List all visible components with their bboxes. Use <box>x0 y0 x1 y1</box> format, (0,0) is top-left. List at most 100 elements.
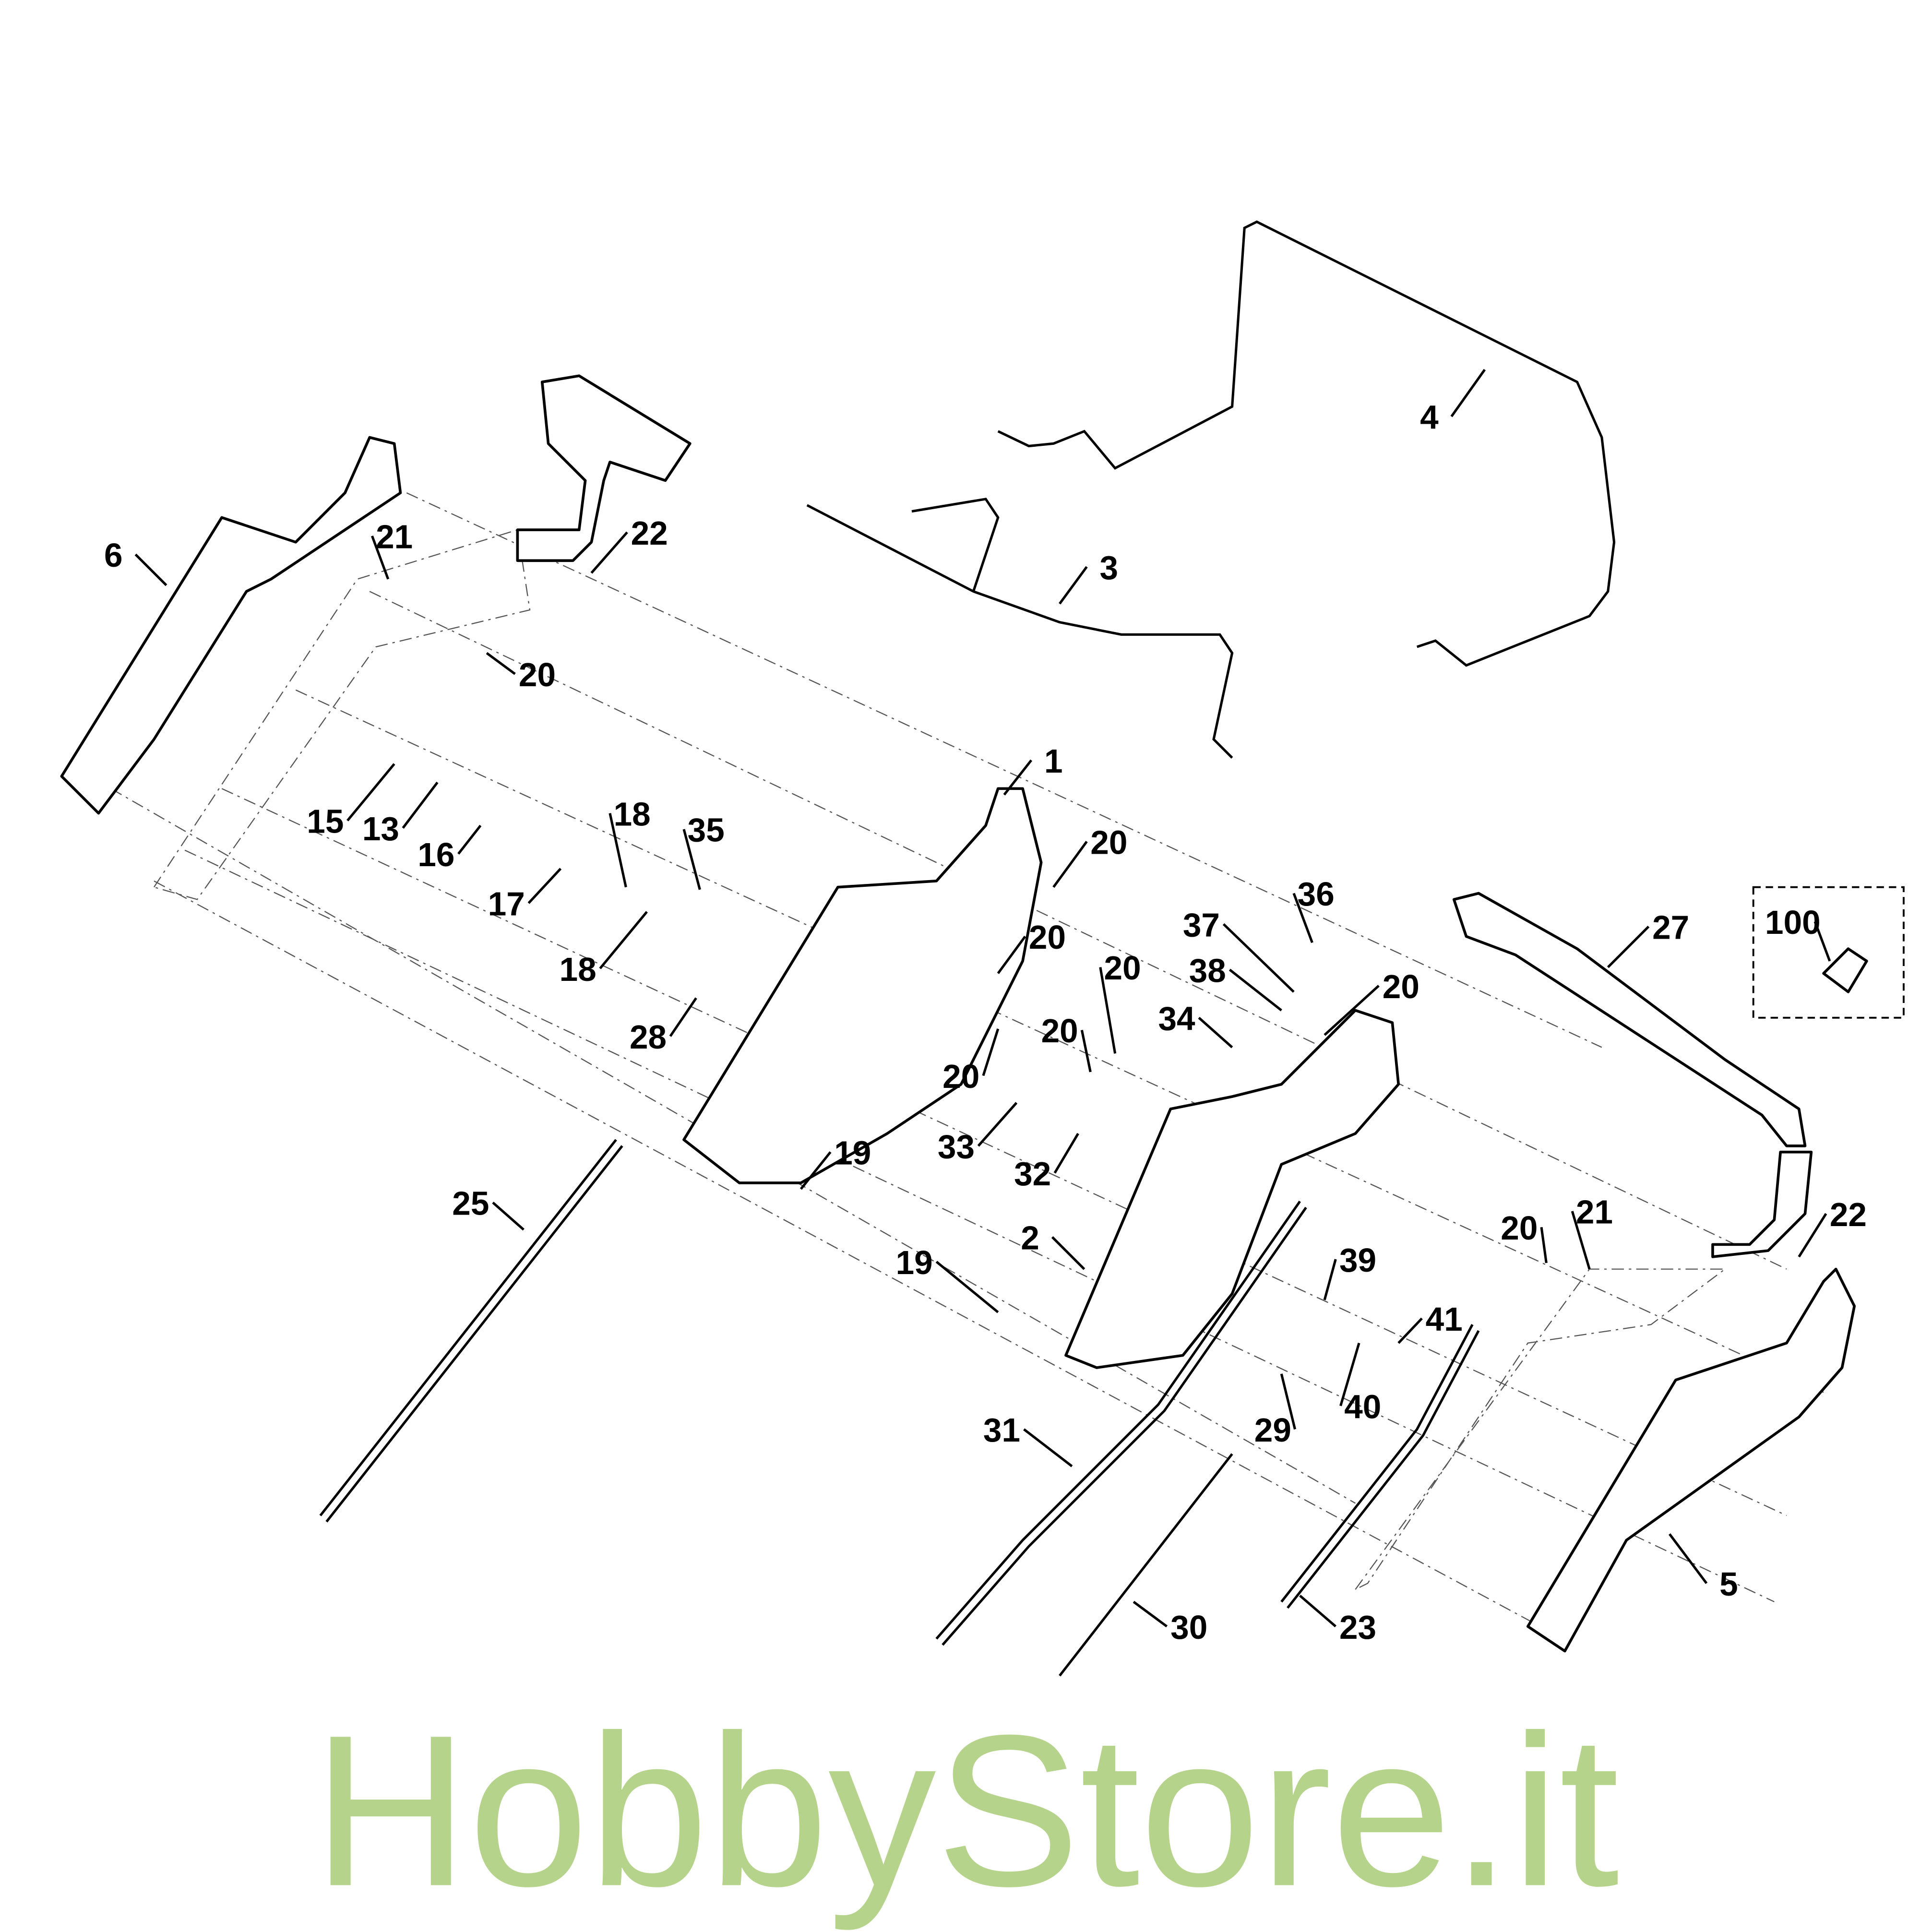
callout-label: 3 <box>1100 549 1119 586</box>
callout-label: 23 <box>1339 1609 1376 1646</box>
callout-label: 2 <box>1021 1219 1039 1257</box>
part-handle-grip-27 <box>1452 892 1813 1258</box>
callout-leader <box>1607 926 1650 968</box>
callout-leader <box>590 531 628 574</box>
callout-label: 34 <box>1158 1000 1196 1038</box>
callout-label: 22 <box>631 514 668 552</box>
part-handle-bar-3 <box>806 498 1234 759</box>
callout-label: 20 <box>1041 1012 1078 1049</box>
part-side-cover-6 <box>60 436 402 815</box>
callout-leader <box>1324 985 1380 1036</box>
callout-leader <box>1397 1317 1423 1344</box>
part-handle-grip-left <box>516 374 692 562</box>
callout-leader <box>1339 1342 1360 1407</box>
callout-leader <box>799 1151 832 1190</box>
callout-leader <box>935 1261 999 1313</box>
callout-label: 20 <box>942 1058 979 1095</box>
callout-leader <box>682 829 701 890</box>
callout-label: 37 <box>1183 906 1220 943</box>
callout-label: 20 <box>519 656 556 693</box>
callout-leader <box>1540 1227 1548 1264</box>
callout-label: 25 <box>452 1185 489 1222</box>
callout-label: 17 <box>488 885 525 923</box>
callout-leader <box>1280 1373 1297 1430</box>
part-handle-bar-4 <box>997 220 1616 667</box>
callout-label: 6 <box>104 537 123 574</box>
callout-label: 39 <box>1339 1241 1376 1279</box>
callout-label: 38 <box>1189 952 1226 989</box>
optional-part-box-100 <box>1752 886 1905 1019</box>
callout-leader <box>402 781 439 829</box>
callout-leader <box>1323 1259 1337 1300</box>
callout-label: 27 <box>1652 909 1689 946</box>
callout-label: 32 <box>1014 1155 1051 1193</box>
callout-label: 20 <box>1029 918 1066 956</box>
callout-label: 20 <box>1383 968 1419 1005</box>
callout-leader <box>1292 893 1313 943</box>
callout-leader <box>1099 967 1117 1054</box>
callout-leader <box>1198 1016 1233 1049</box>
callout-label: 20 <box>1090 823 1127 861</box>
callout-label: 18 <box>614 795 651 833</box>
callout-leader <box>1003 759 1033 796</box>
callout-label: 30 <box>1170 1609 1207 1646</box>
callout-label: 15 <box>307 803 344 840</box>
callout-leader <box>977 1102 1018 1147</box>
callout-label: 100 <box>1765 904 1821 941</box>
callout-label: 36 <box>1298 875 1335 913</box>
callout-leader <box>1450 369 1486 417</box>
callout-leader <box>1059 566 1088 605</box>
callout-label: 33 <box>938 1128 975 1166</box>
part-cable-23 <box>1280 1324 1480 1609</box>
callout-label: 41 <box>1426 1300 1463 1338</box>
callout-leader <box>1571 1211 1591 1270</box>
callout-leader <box>486 652 516 675</box>
callout-leader <box>1228 968 1282 1012</box>
callout-leader <box>371 536 390 580</box>
callout-label: 19 <box>834 1134 871 1171</box>
callout-label: 1 <box>1044 742 1063 780</box>
callout-leader <box>982 1028 1000 1076</box>
part-control-panel-1 <box>682 787 1043 1184</box>
callout-leader <box>457 824 482 855</box>
callout-label: 31 <box>983 1411 1020 1449</box>
part-wiring-harness-31 <box>935 1200 1307 1646</box>
callout-leader <box>1813 921 1831 962</box>
callout-label: 20 <box>1104 949 1141 987</box>
callout-leader <box>134 553 167 586</box>
watermark: HobbyStore.it <box>313 1690 1620 1932</box>
callout-leader <box>1051 1236 1085 1270</box>
callout-leader <box>1052 841 1088 888</box>
part-side-cover-2 <box>1064 1009 1400 1369</box>
callout-leader <box>346 763 395 822</box>
callout-leader <box>1053 1133 1079 1174</box>
callout-label: 18 <box>560 951 596 988</box>
callout-leader <box>1299 1595 1336 1628</box>
callout-leader <box>527 868 562 904</box>
callout-leader <box>1798 1213 1827 1258</box>
callout-leader <box>1222 923 1295 993</box>
callout-leader <box>1669 1533 1708 1584</box>
callout-leader <box>608 813 627 888</box>
callout-label: 35 <box>688 811 725 849</box>
part-cable-25 <box>319 1139 623 1523</box>
callout-label: 13 <box>362 810 399 847</box>
callout-label: 40 <box>1344 1388 1381 1425</box>
callout-leader <box>1023 1428 1073 1467</box>
callout-label: 21 <box>1576 1193 1613 1231</box>
callout-label: 20 <box>1501 1209 1538 1247</box>
callout-leader <box>599 911 648 969</box>
part-side-cover-5 <box>1527 1267 1856 1653</box>
callout-label: 21 <box>376 518 413 556</box>
callout-leader <box>1133 1600 1168 1628</box>
callout-leader <box>997 935 1026 974</box>
callout-label: 19 <box>896 1244 933 1281</box>
part-cable-30 <box>1059 1453 1233 1677</box>
callout-leader <box>1080 1029 1092 1073</box>
callout-label: 29 <box>1254 1411 1291 1449</box>
callout-label: 22 <box>1830 1196 1867 1233</box>
callout-label: 28 <box>630 1018 667 1056</box>
callout-label: 5 <box>1719 1565 1738 1603</box>
